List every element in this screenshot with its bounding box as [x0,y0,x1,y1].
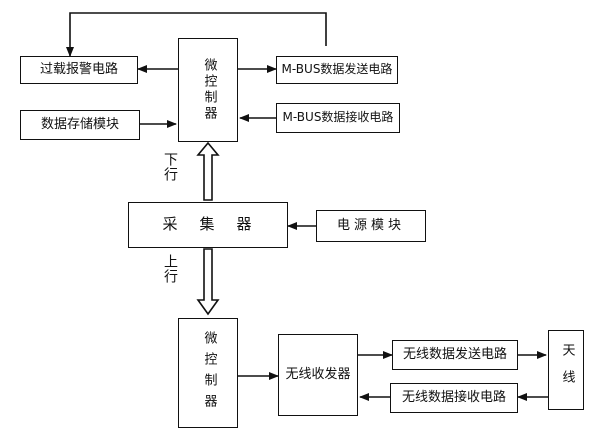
feedback-connector [66,12,327,57]
mbus-recv-box: M-BUS数据接收电路 [276,103,400,133]
collector-label: 采集器 [162,215,274,234]
wireless-transceiver-label: 无线收发器 [285,366,351,382]
mcu-top-label: 微控制器 [201,58,217,122]
mbus-send-label: M-BUS数据发送电路 [281,62,393,77]
overload-alarm-label: 过载报警电路 [39,61,118,77]
collector-box: 采集器 [128,202,288,248]
uplink-label: 上行 [162,254,178,284]
wireless-transceiver-box: 无线收发器 [278,334,358,416]
mbus-send-box: M-BUS数据发送电路 [276,56,398,84]
wireless-recv-label: 无线数据接收电路 [401,389,506,405]
mcu-bottom-label: 微控制器 [201,331,217,415]
overload-alarm-box: 过载报警电路 [20,56,138,84]
data-storage-box: 数据存储模块 [20,110,140,140]
wireless-send-label: 无线数据发送电路 [402,346,507,362]
uplink-hollow-arrow [196,248,220,316]
mcu-bottom-box: 微控制器 [178,318,238,428]
antenna-box: 天线 [548,330,584,410]
mbus-recv-label: M-BUS数据接收电路 [282,110,394,125]
downlink-label: 下行 [162,152,178,182]
data-storage-label: 数据存储模块 [40,116,119,132]
power-module-box: 电源模块 [316,210,426,242]
antenna-label: 天线 [559,343,575,397]
mcu-top-box: 微控制器 [178,38,238,142]
power-module-label: 电源模块 [336,217,405,233]
downlink-hollow-arrow [196,141,220,201]
wireless-send-box: 无线数据发送电路 [392,340,518,370]
wireless-recv-box: 无线数据接收电路 [390,383,518,413]
